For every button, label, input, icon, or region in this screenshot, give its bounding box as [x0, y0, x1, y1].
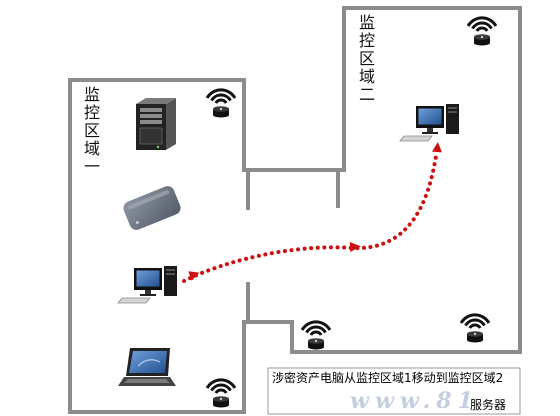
movement-arrow: [182, 142, 442, 283]
wifi-icon: [466, 16, 498, 47]
zone1-label: 监控区域一: [81, 86, 100, 176]
floor-plan-walls: [68, 6, 522, 414]
wifi-icon: [205, 378, 237, 409]
desktop-computer-icon: [399, 103, 460, 142]
hard-drive-icon: [123, 186, 181, 230]
dotted-path: [182, 154, 438, 283]
arrowhead: [349, 242, 361, 252]
server-label: 服务器: [470, 398, 507, 412]
wifi-icon: [205, 88, 237, 119]
caption-box: [267, 367, 521, 415]
arrowhead: [188, 271, 200, 281]
arrowhead: [432, 142, 442, 153]
caption-text: 涉密资产电脑从监控区域1移动到监控区域2: [272, 371, 504, 385]
watermark: www.81: [350, 388, 479, 414]
wifi-icon: [300, 320, 332, 351]
zone2-label: 监控区域二: [356, 14, 375, 104]
desktop-computer-icon: [117, 265, 178, 304]
server-icon: [136, 98, 176, 150]
wifi-icon: [459, 313, 491, 344]
laptop-icon: [118, 348, 176, 386]
